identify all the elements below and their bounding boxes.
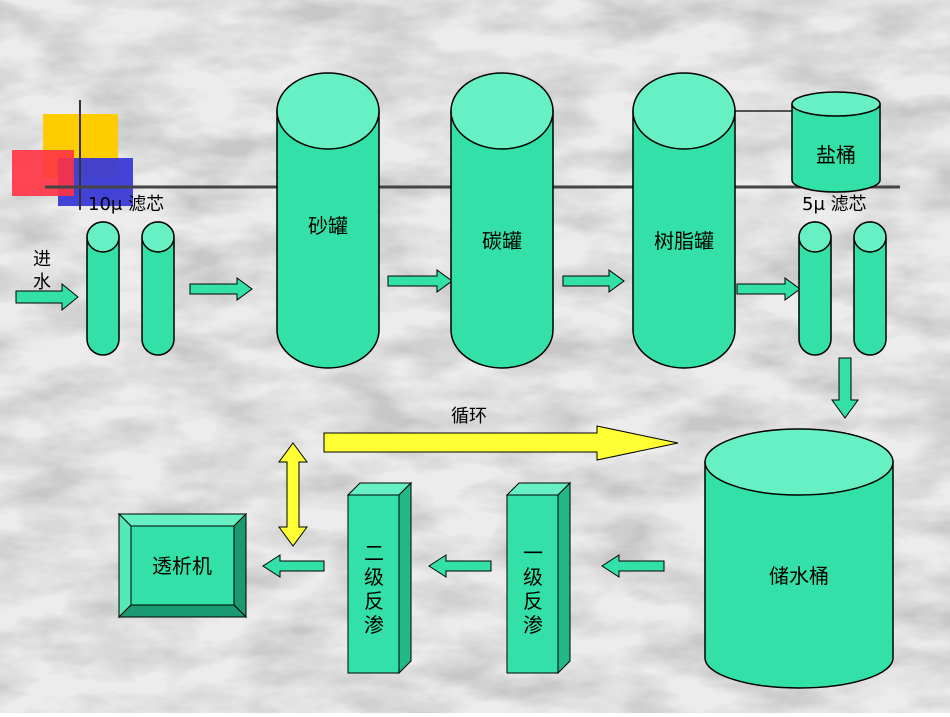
arrow-to-ro2: [428, 554, 492, 578]
filter-10-cartridge-1: [86, 221, 120, 356]
inlet-label-2: 水: [33, 272, 51, 293]
carbon-tank-label: 碳罐: [482, 229, 522, 253]
storage-bucket: [704, 428, 894, 689]
ro-stage1-column: [505, 481, 572, 675]
ro-stage1-char-1: 一: [523, 541, 543, 565]
salt-bucket-label: 盐桶: [816, 143, 856, 167]
resin-tank: [632, 72, 736, 369]
storage-bucket-label: 储水桶: [769, 564, 829, 588]
dialysis-machine: [117, 512, 248, 619]
arrow-to-filter-5: [736, 277, 801, 301]
filter-5-label: 5μ 滤芯: [802, 194, 867, 215]
carbon-tank: [450, 72, 554, 369]
dialysis-machine-label: 透析机: [152, 554, 212, 578]
ro-stage1-char-4: 渗: [523, 613, 543, 637]
arrow-to-resin: [562, 269, 625, 293]
inlet-arrow: [15, 282, 79, 312]
recycle-label: 循环: [451, 406, 487, 427]
arrow-to-storage: [831, 357, 859, 419]
arrow-to-ro1: [601, 554, 665, 578]
ro-stage2-char-4: 渗: [364, 613, 384, 637]
sand-tank-label: 砂罐: [308, 214, 348, 238]
ro-stage2-column: [346, 481, 413, 675]
arrow-to-carbon: [387, 269, 453, 293]
filter-10-cartridge-2: [141, 221, 175, 356]
ro-stage2-char-3: 反: [364, 589, 384, 613]
filter-5-cartridge-1: [798, 221, 832, 356]
filter-10-label: 10μ 滤芯: [88, 194, 164, 215]
recycle-arrow: [323, 425, 679, 461]
ro-stage2-char-1: 二: [364, 541, 384, 565]
ro-stage1-char-2: 级: [523, 565, 543, 589]
resin-tank-label: 树脂罐: [654, 229, 714, 253]
salt-bucket: [791, 91, 881, 193]
ro-stage1-char-3: 反: [523, 589, 543, 613]
sand-tank: [276, 72, 380, 369]
inlet-label-1: 进: [33, 249, 51, 270]
arrow-to-sand: [189, 277, 253, 301]
filter-5-cartridge-2: [853, 221, 887, 356]
arrow-to-dialysis: [262, 554, 325, 578]
ro-stage2-char-2: 级: [364, 565, 384, 589]
bidirectional-arrow: [278, 442, 308, 547]
